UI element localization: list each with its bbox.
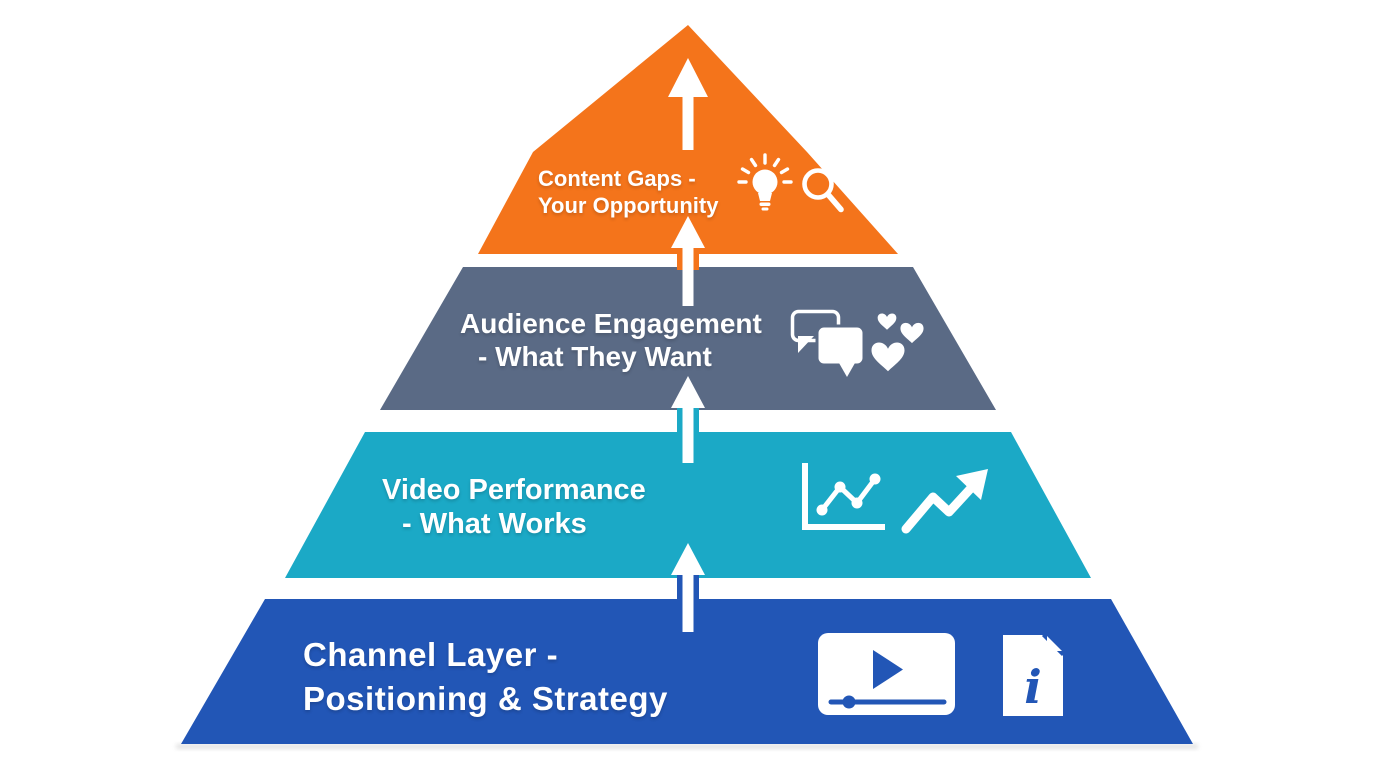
up-arrow-gap-1 <box>671 216 705 306</box>
layer-video-performance-shape <box>285 432 1091 578</box>
up-arrow-top <box>668 58 708 150</box>
label-channel-layer: Channel Layer - Positioning & Strategy <box>303 633 668 721</box>
label-audience-engagement-line1: Audience Engagement <box>460 308 762 339</box>
up-arrow-gap-2 <box>671 376 705 463</box>
label-content-gaps: Content Gaps - Your Opportunity <box>538 165 718 219</box>
line-chart-icon <box>802 463 885 530</box>
trending-up-icon <box>901 469 988 534</box>
label-audience-engagement: Audience Engagement - What They Want <box>460 307 762 373</box>
video-player-icon <box>818 633 955 715</box>
info-glyph: i <box>1024 660 1041 714</box>
label-video-performance-line2: - What Works <box>402 508 587 540</box>
label-video-performance: Video Performance - What Works <box>382 473 646 541</box>
label-content-gaps-line1: Content Gaps - <box>538 166 696 191</box>
up-arrow-gap-3 <box>671 543 705 632</box>
chat-bubbles-icon <box>790 309 866 377</box>
pyramid-base-shadow <box>176 744 1198 749</box>
label-channel-layer-line1: Channel Layer - <box>303 636 559 673</box>
lightbulb-icon <box>737 153 793 211</box>
label-audience-engagement-line2: - What They Want <box>478 341 712 372</box>
label-channel-layer-line2: Positioning & Strategy <box>303 680 668 717</box>
layer-audience-engagement-shape <box>380 267 996 410</box>
info-document-icon: i <box>1003 633 1065 716</box>
label-video-performance-line1: Video Performance <box>382 474 646 506</box>
label-content-gaps-line2: Your Opportunity <box>538 193 719 218</box>
magnifier-icon <box>802 168 844 213</box>
